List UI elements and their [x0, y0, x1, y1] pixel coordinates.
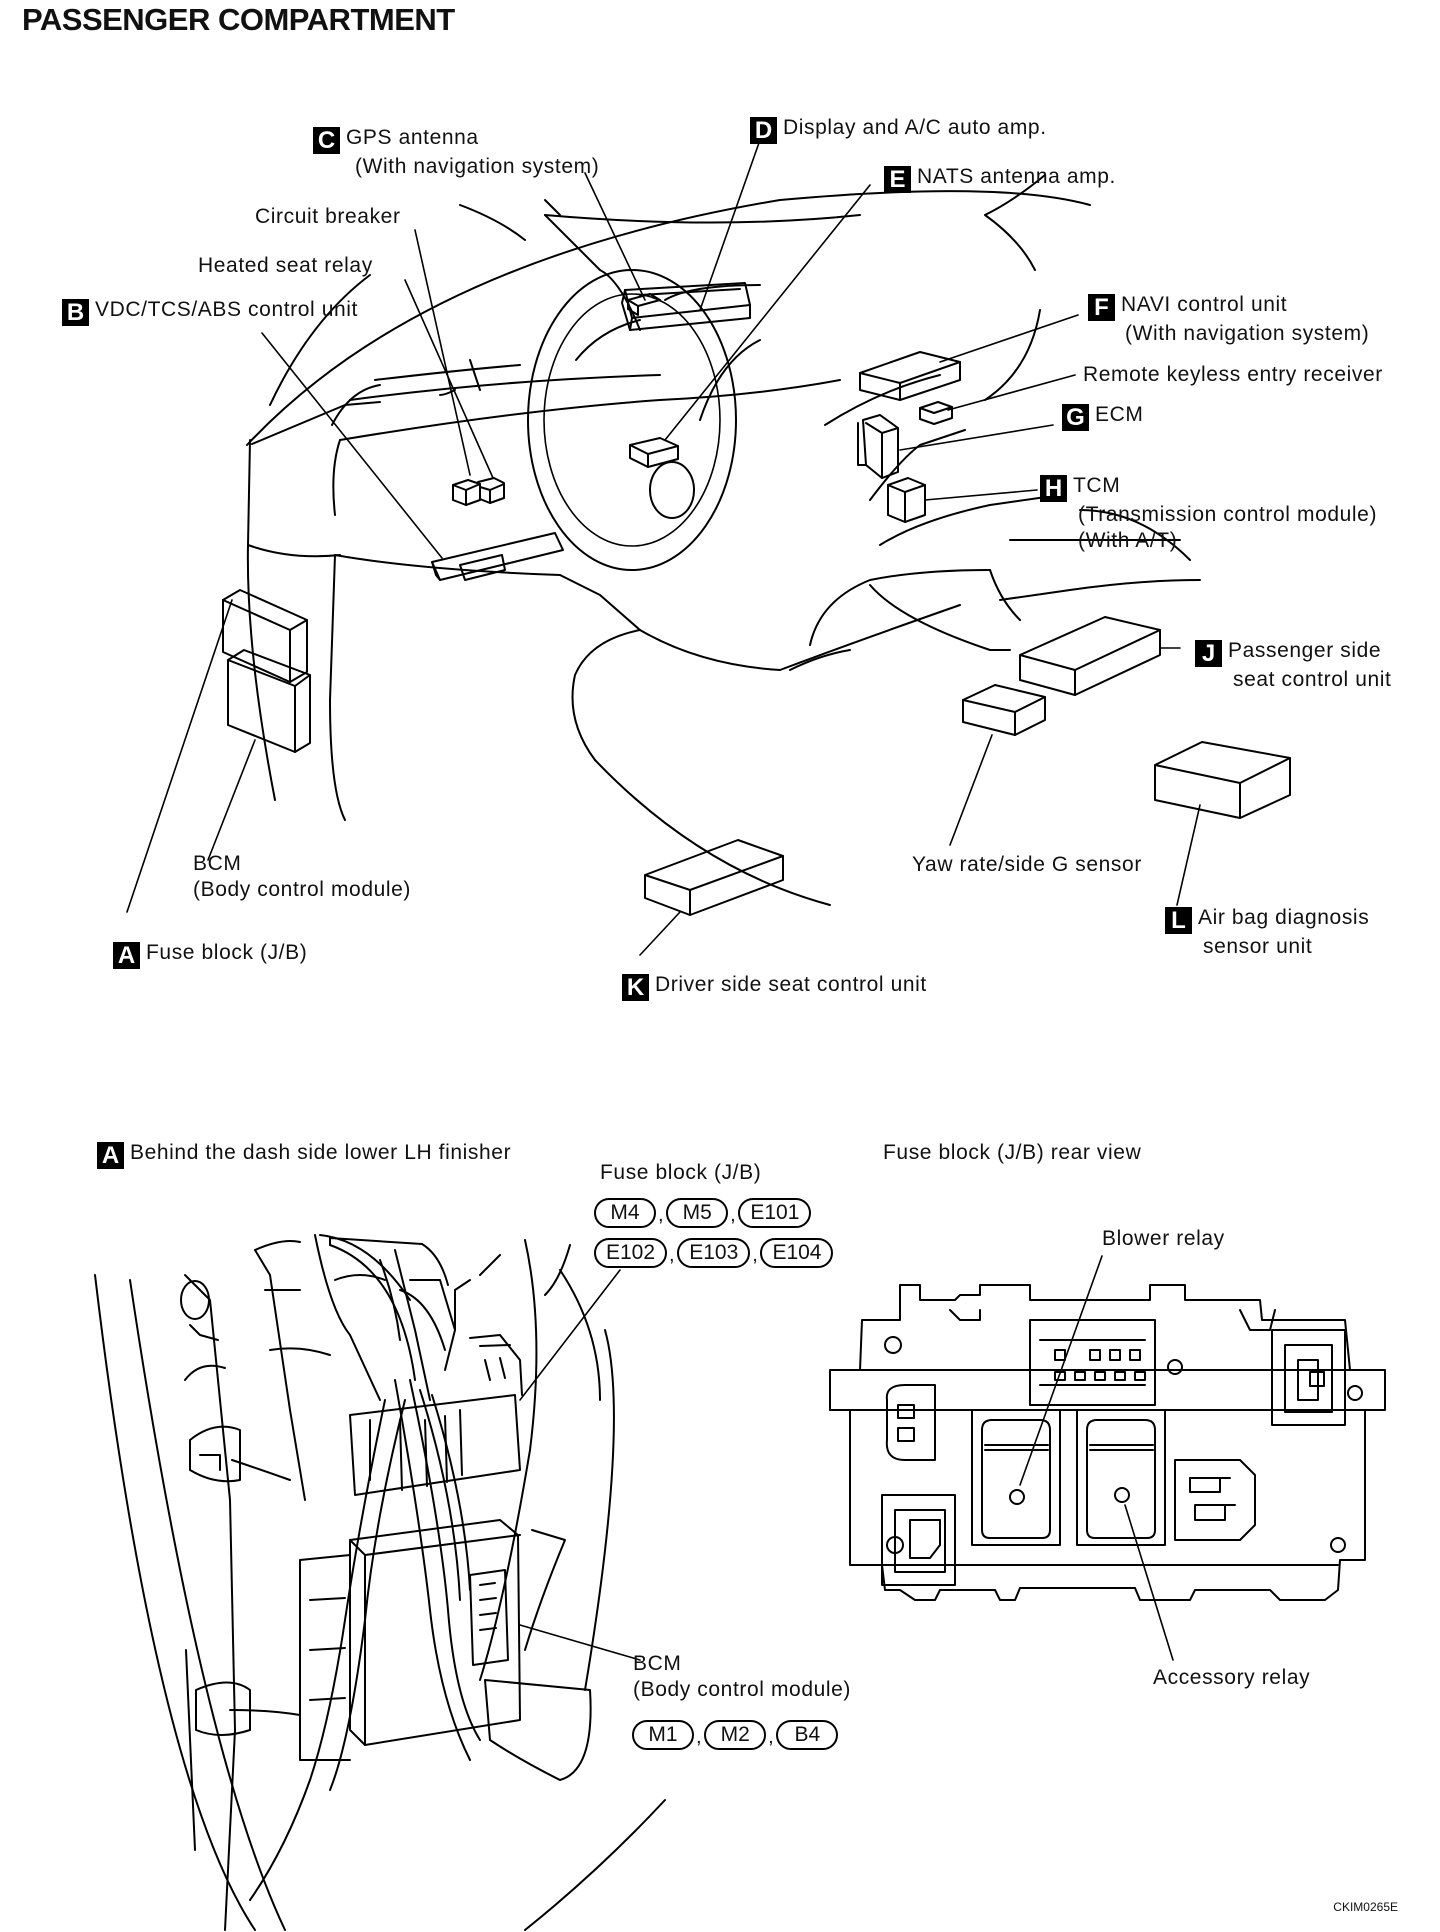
badge-b: B	[62, 299, 89, 326]
fuse-connector-row-1: M4 , M5 , E101	[594, 1198, 812, 1228]
ecm-box	[857, 414, 899, 479]
bcm-connector-row: M1 , M2 , B4	[632, 1720, 839, 1750]
heated-seat-relay-box	[452, 479, 481, 506]
nats-amp-box	[629, 437, 679, 468]
page-title: PASSENGER COMPARTMENT	[22, 2, 455, 37]
badge-k: K	[622, 974, 649, 1001]
vdc-control-unit-box	[431, 532, 564, 581]
airbag-diagnosis-unit-box	[1154, 741, 1291, 819]
label-fuse-block-connectors: Fuse block (J/B)	[600, 1161, 762, 1184]
connector-e102: E102	[594, 1238, 668, 1268]
badge-c: C	[313, 127, 340, 154]
connector-b4: B4	[776, 1720, 839, 1750]
yaw-rate-sensor-box	[962, 684, 1046, 736]
console-and-seat	[571, 374, 1201, 906]
label-bcm-detail: BCM (Body control module)	[633, 1652, 852, 1701]
connector-m4: M4	[594, 1198, 656, 1228]
connector-m1: M1	[632, 1720, 694, 1750]
connector-e104: E104	[760, 1238, 834, 1268]
badge-a-detail: A	[97, 1142, 124, 1169]
remote-keyless-receiver-box	[919, 401, 953, 425]
driver-seat-control-box	[644, 839, 784, 916]
label-blower-relay: Blower relay	[1102, 1227, 1225, 1250]
connector-e103: E103	[677, 1238, 751, 1268]
connector-e101: E101	[738, 1198, 812, 1228]
fuse-block-box	[222, 589, 308, 683]
label-yaw-rate-sensor: Yaw rate/side G sensor	[912, 853, 1142, 876]
connector-m5: M5	[666, 1198, 729, 1228]
dashboard-outline	[246, 174, 1091, 516]
display-ac-amp-box	[621, 282, 751, 331]
fuse-block-rear-view	[829, 1284, 1386, 1601]
badge-a: A	[113, 942, 140, 969]
label-accessory-relay: Accessory relay	[1153, 1666, 1311, 1689]
detail-right-leaders	[1019, 1255, 1174, 1661]
reference-code: CKIM0265E	[1333, 1900, 1398, 1914]
badge-d: D	[750, 117, 777, 144]
label-circuit-breaker: Circuit breaker	[255, 205, 401, 228]
label-bcm-top: BCM (Body control module)	[193, 852, 412, 901]
fuse-connector-row-2: E102 , E103 , E104	[594, 1238, 834, 1268]
detail-left-leaders	[519, 1269, 641, 1661]
badge-h: H	[1040, 475, 1067, 502]
badge-g: G	[1062, 404, 1089, 431]
connector-m2: M2	[704, 1720, 767, 1750]
circuit-breaker-box	[477, 477, 505, 504]
badge-e: E	[884, 166, 911, 193]
label-remote-keyless-entry: Remote keyless entry receiver	[1083, 363, 1383, 386]
label-heated-seat-relay: Heated seat relay	[198, 254, 373, 277]
steering-wheel	[527, 269, 737, 571]
badge-l: L	[1165, 907, 1192, 934]
badge-f: F	[1088, 294, 1115, 321]
tcm-box	[887, 477, 926, 523]
detail-left-drawing	[94, 1234, 666, 1931]
bcm-box	[227, 649, 311, 753]
badge-j: J	[1195, 640, 1222, 667]
detail-right-caption: Fuse block (J/B) rear view	[883, 1141, 1142, 1164]
navi-control-unit-box	[859, 351, 961, 401]
passenger-seat-control-box	[1019, 616, 1161, 696]
top-leader-lines	[126, 139, 1201, 956]
